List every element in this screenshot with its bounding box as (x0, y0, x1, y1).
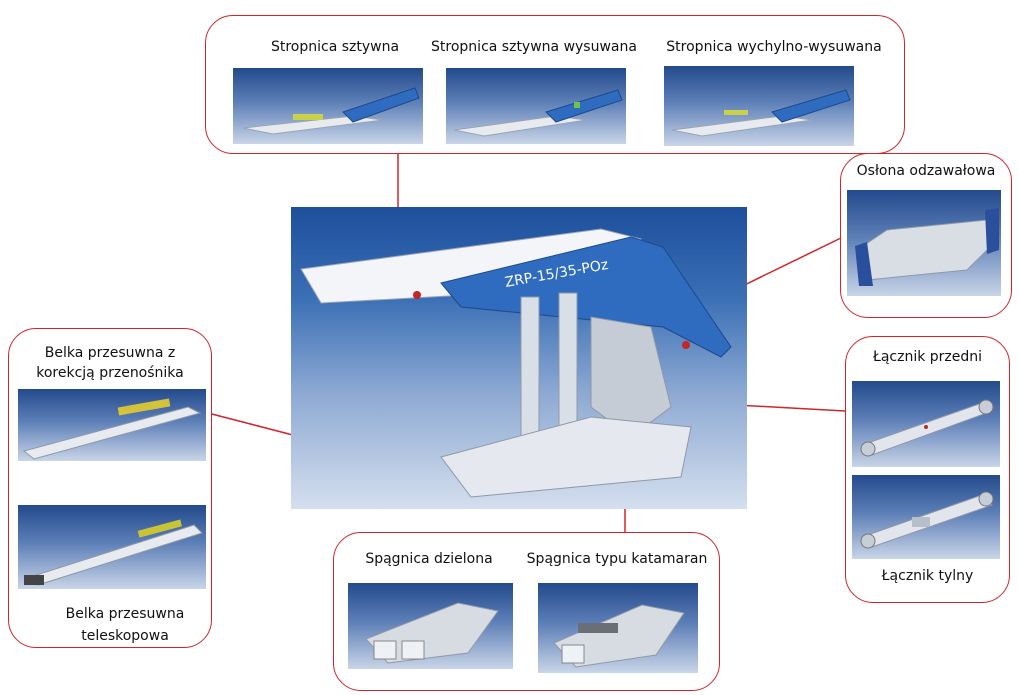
base-split-image (348, 583, 513, 669)
canopy-rigid-image (233, 68, 423, 144)
link-front-image (852, 381, 1000, 467)
relay-bar-correction-label: Belka przesuwna z korekcją przenośnika (36, 345, 184, 381)
base-split-label: Spągnica dzielona (365, 551, 493, 567)
base-group: Spągnica dzielona Spągnica typu katamara… (333, 532, 720, 691)
link-front-label: Łącznik przedni (872, 349, 983, 365)
relay-bar-telescopic-image (18, 505, 206, 589)
canopy-rigid-label: Stropnica sztywna (270, 39, 400, 55)
shield-group: Osłona odzawałowa (840, 153, 1012, 318)
canopy-tilting-extendable-image (664, 66, 854, 146)
canopy-rigid-extendable-image (446, 68, 626, 144)
relay-bar-correction-image (18, 389, 206, 461)
canopy-group: Stropnica sztywna Stropnica sztywna wysu… (205, 15, 905, 154)
links-group: Łącznik przedni Łącznik tylny (845, 336, 1010, 603)
canopy-tilting-extendable-label: Stropnica wychylno-wysuwana (666, 39, 882, 55)
link-rear-label: Łącznik tylny (881, 568, 974, 584)
main-support-image: ZRP-15/35-POz (291, 207, 747, 509)
base-catamaran-label: Spągnica typu katamaran (526, 551, 708, 567)
base-catamaran-image (538, 583, 698, 673)
relay-bar-group: Belka przesuwna z korekcją przenośnika B… (8, 328, 212, 648)
relay-bar-telescopic-label: Belka przesuwna teleskopowa (65, 606, 185, 644)
shield-image (847, 190, 1001, 296)
shield-label: Osłona odzawałowa (856, 163, 996, 179)
canopy-rigid-extendable-label: Stropnica sztywna wysuwana (431, 39, 637, 55)
link-rear-image (852, 475, 1000, 559)
